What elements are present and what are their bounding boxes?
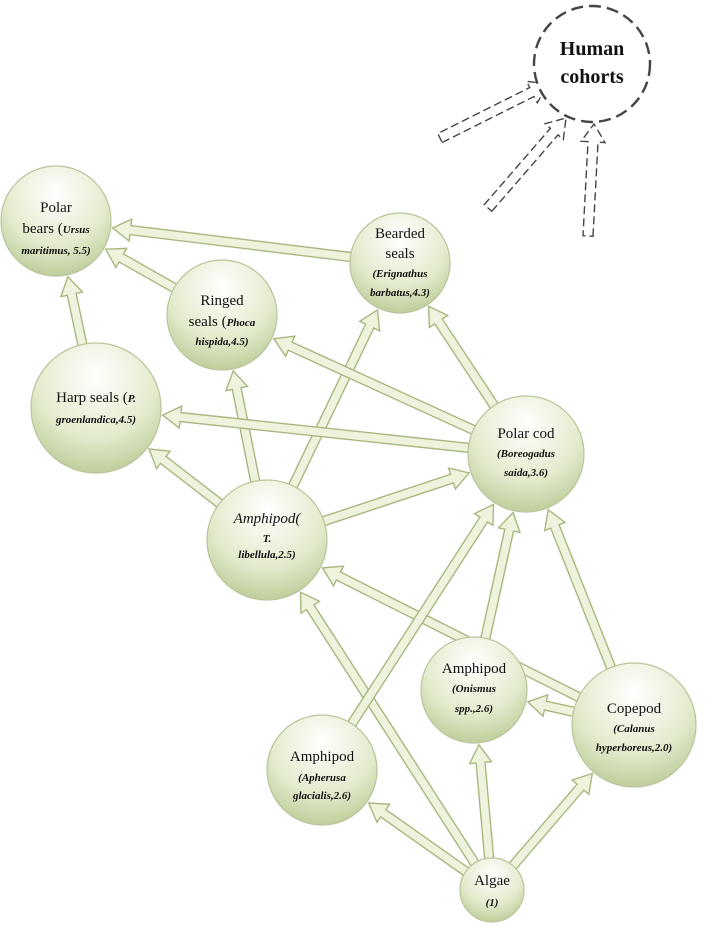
amphipod-t-label-line: Amphipod( — [233, 511, 302, 527]
edge-algae-to-amphipod-o — [468, 743, 495, 864]
edge-harp-seals-to-polar-bears — [59, 275, 89, 351]
edge-algae-to-amphipod-t — [299, 591, 482, 870]
node-amphipod-t: Amphipod( T. libellula,2.5) — [206, 479, 328, 601]
amphipod-o-label-line: spp.,2.6) — [454, 703, 493, 715]
edge-bearded-seals-to-polar-bears — [111, 218, 356, 263]
node-amphipod-o: Amphipod (Onismus spp.,2.6) — [420, 636, 528, 744]
amphipod-a-label-line: Amphipod — [290, 749, 355, 765]
copepod-label-line: (Calanus — [613, 723, 655, 735]
algae-circle — [459, 857, 525, 923]
polar-cod-label-line: saida,3.6) — [503, 467, 548, 479]
bearded-seals-label-line: Bearded — [375, 226, 425, 242]
human-links-layer — [436, 80, 607, 238]
ringed-seals-label-line: hispida,4.5) — [195, 336, 248, 348]
edge-amphipod-t-to-harp-seals — [147, 448, 227, 511]
edge-amphipod-o-to-polar-cod — [479, 511, 522, 644]
bearded-seals-label-line: seals — [385, 246, 414, 262]
human-cohorts-label-line: Human — [560, 38, 624, 60]
ringed-seals-circle — [166, 259, 278, 371]
amphipod-t-label-line: libellula,2.5) — [238, 549, 295, 561]
harp-seals-label-line: Harp seals (P. — [56, 390, 136, 406]
copepod-circle — [571, 662, 697, 788]
human-link-3 — [579, 122, 607, 238]
amphipod-t-circle — [206, 479, 328, 601]
copepod-label-line: hyperboreus,2.0) — [596, 742, 672, 754]
polar-cod-label-line: (Boreogadus — [497, 448, 555, 460]
node-copepod: Copepod (Calanus hyperboreus,2.0) — [571, 662, 697, 788]
ringed-seals-label-line: Ringed — [200, 293, 244, 309]
bearded-seals-label-line: barbatus,4.3) — [370, 287, 430, 299]
node-harp-seals: Harp seals (P. groenlandica,4.5) — [30, 342, 162, 474]
amphipod-a-label-line: glacialis,2.6) — [292, 790, 351, 802]
nodes-layer: Polar bears (Ursus maritimus, 5.5) Bearded s… — [0, 4, 697, 923]
node-ringed-seals: Ringed seals (Phoca hispida,4.5) — [166, 259, 278, 371]
polar-cod-circle — [467, 395, 585, 513]
node-polar-bears: Polar bears (Ursus maritimus, 5.5) — [0, 165, 112, 277]
node-polar-cod: Polar cod (Boreogadus saida,3.6) — [467, 395, 585, 513]
edge-algae-to-copepod — [505, 772, 594, 873]
amphipod-a-label-line: (Apherusa — [298, 772, 346, 784]
edge-amphipod-t-to-bearded-seals — [286, 308, 381, 493]
edge-copepod-to-amphipod-o — [526, 693, 580, 718]
harp-seals-label-line: groenlandica,4.5) — [55, 414, 136, 426]
node-amphipod-a: Amphipod (Apherusa glacialis,2.6) — [266, 714, 378, 826]
edge-polar-cod-to-bearded-seals — [427, 305, 501, 413]
algae-label-line: (1) — [486, 897, 499, 909]
edge-ringed-seals-to-polar-bears — [104, 247, 181, 295]
node-human-cohorts: Human cohorts — [532, 4, 652, 124]
amphipod-a-circle — [266, 714, 378, 826]
edge-copepod-to-polar-cod — [543, 508, 618, 674]
amphipod-t-label-line: T. — [263, 533, 271, 545]
polar-bears-circle — [0, 165, 112, 277]
amphipod-o-circle — [420, 636, 528, 744]
polar-cod-label-line: Polar cod — [497, 426, 555, 442]
edge-amphipod-a-to-polar-cod — [344, 503, 495, 731]
copepod-label-line: Copepod — [607, 701, 662, 717]
edge-algae-to-amphipod-a — [367, 802, 473, 879]
harp-seals-circle — [30, 342, 162, 474]
human-link-1 — [436, 80, 550, 144]
amphipod-o-label-line: (Onismus — [452, 683, 496, 695]
human-link-2 — [483, 117, 567, 213]
bearded-seals-label-line: (Erignathus — [372, 268, 427, 280]
node-algae: Algae (1) — [459, 857, 525, 923]
human-cohorts-circle — [532, 4, 652, 124]
edge-polar-cod-to-harp-seals — [161, 404, 474, 454]
bearded-seals-circle — [349, 212, 451, 314]
ringed-seals-label-line: seals (Phoca — [189, 314, 256, 330]
node-bearded-seals: Bearded seals (Erignathus barbatus,4.3) — [349, 212, 451, 314]
polar-bears-label-line: maritimus, 5.5) — [21, 245, 90, 257]
polar-bears-label-line: Polar — [40, 200, 72, 216]
edge-amphipod-t-to-polar-cod — [317, 467, 471, 528]
edge-polar-cod-to-ringed-seals — [272, 335, 480, 437]
human-cohorts-label-line: cohorts — [560, 66, 624, 88]
polar-bears-label-line: bears (Ursus — [22, 221, 89, 237]
amphipod-o-label-line: Amphipod — [442, 661, 507, 677]
algae-label-line: Algae — [474, 873, 510, 889]
